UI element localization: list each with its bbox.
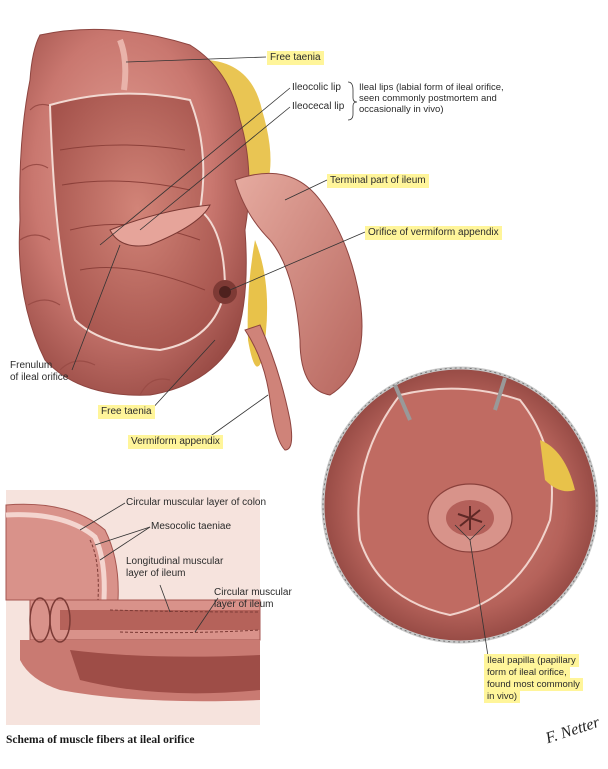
label-longitudinal-1: Longitudinal muscular — [126, 556, 224, 567]
label-frenulum-1: Frenulum — [10, 360, 53, 371]
label-longitudinal-2: layer of ileum — [126, 568, 186, 579]
cecum-illustration — [18, 28, 363, 451]
label-orifice-appendix: Orifice of vermiform appendix — [365, 226, 502, 240]
muscle-schema — [5, 490, 261, 725]
papilla-view — [321, 366, 599, 644]
label-papilla-4: in vivo) — [484, 690, 521, 703]
label-free-taenia-top: Free taenia — [267, 51, 324, 65]
label-terminal-ileum: Terminal part of ileum — [327, 174, 429, 188]
label-vermiform-appendix: Vermiform appendix — [128, 435, 223, 449]
label-circular-ileum-2: layer of ileum — [214, 599, 274, 610]
label-ileal-lips-3: occasionally in vivo) — [359, 104, 444, 115]
label-papilla-1: Ileal papilla (papillary — [484, 654, 579, 667]
label-circular-colon: Circular muscular layer of colon — [126, 497, 267, 508]
label-ileal-lips-2: seen commonly postmortem and — [359, 93, 497, 104]
label-free-taenia-bottom: Free taenia — [98, 405, 155, 419]
label-frenulum-2: of ileal orifice — [10, 372, 69, 383]
label-circular-ileum-1: Circular muscular — [214, 587, 292, 598]
leader-lines — [71, 56, 489, 657]
label-ileocecal-lip: Ileocecal lip — [292, 101, 345, 112]
label-ileocolic-lip: Ileocolic lip — [292, 82, 341, 93]
label-mesocolic-taeniae: Mesocolic taeniae — [151, 521, 232, 532]
label-ileal-lips-1: Ileal lips (labial form of ileal orifice… — [359, 82, 504, 93]
schema-caption: Schema of muscle fibers at ileal orifice — [6, 734, 195, 746]
label-papilla-2: form of ileal orifice, — [484, 666, 570, 679]
label-papilla-3: found most commonly — [484, 678, 583, 691]
